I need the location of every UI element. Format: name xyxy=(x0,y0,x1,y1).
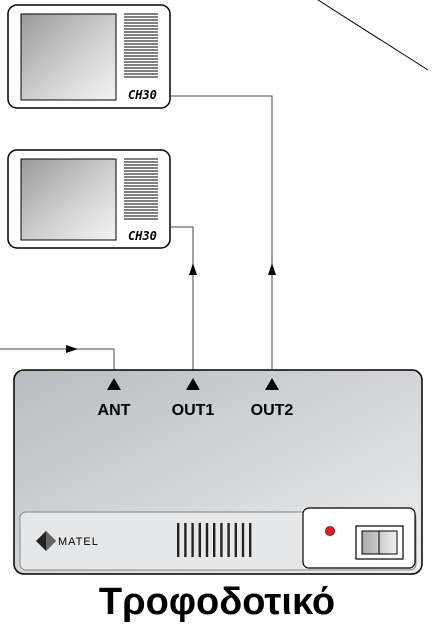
vent-slot xyxy=(191,523,194,557)
vent-slot xyxy=(234,523,237,557)
vent-slot xyxy=(241,523,245,557)
tv-2-screen xyxy=(20,158,117,241)
brand-logo-mark-inner xyxy=(46,531,56,551)
tv-1-channel-label: CH30 xyxy=(128,88,157,102)
cable-antenna-in xyxy=(0,348,115,372)
power-supply-unit: ANT OUT1 OUT2 MATEL xyxy=(13,369,423,575)
tv-2-channel-label: CH30 xyxy=(128,229,157,243)
cable-out1-tv2 xyxy=(170,226,194,372)
tv-1-speaker-grille xyxy=(124,13,158,78)
arrow-ant-in xyxy=(66,345,78,353)
vent-slot xyxy=(177,523,180,557)
cable-out2-tv1 xyxy=(170,95,273,372)
brand-logo: MATEL xyxy=(36,531,99,551)
diagonal-line xyxy=(317,0,429,71)
tv-1-screen xyxy=(20,13,117,101)
vent-slot xyxy=(227,523,230,557)
device-caption: Τροφοδοτικό xyxy=(99,581,335,623)
tv-2: CH30 xyxy=(7,149,171,249)
tv-2-speaker-grille xyxy=(124,158,158,220)
vent-slot xyxy=(205,523,209,557)
vent-grille xyxy=(177,523,252,557)
vent-slot xyxy=(220,523,223,557)
brand-name: MATEL xyxy=(58,536,99,548)
vent-slot xyxy=(198,523,201,557)
port-connector-out1 xyxy=(186,378,200,390)
vent-slot xyxy=(213,523,216,557)
port-label-ant: ANT xyxy=(98,402,131,419)
port-label-out1: OUT1 xyxy=(172,402,215,419)
arrow-out2-up xyxy=(268,263,276,275)
vent-slot xyxy=(184,523,187,557)
arrow-out1-up xyxy=(189,263,197,275)
port-connector-out2 xyxy=(265,378,279,390)
port-connector-ant xyxy=(107,378,121,390)
power-indicator-led xyxy=(325,526,335,536)
tv-1: CH30 xyxy=(7,4,171,109)
port-label-out2: OUT2 xyxy=(251,402,294,419)
vent-slot xyxy=(249,523,252,557)
